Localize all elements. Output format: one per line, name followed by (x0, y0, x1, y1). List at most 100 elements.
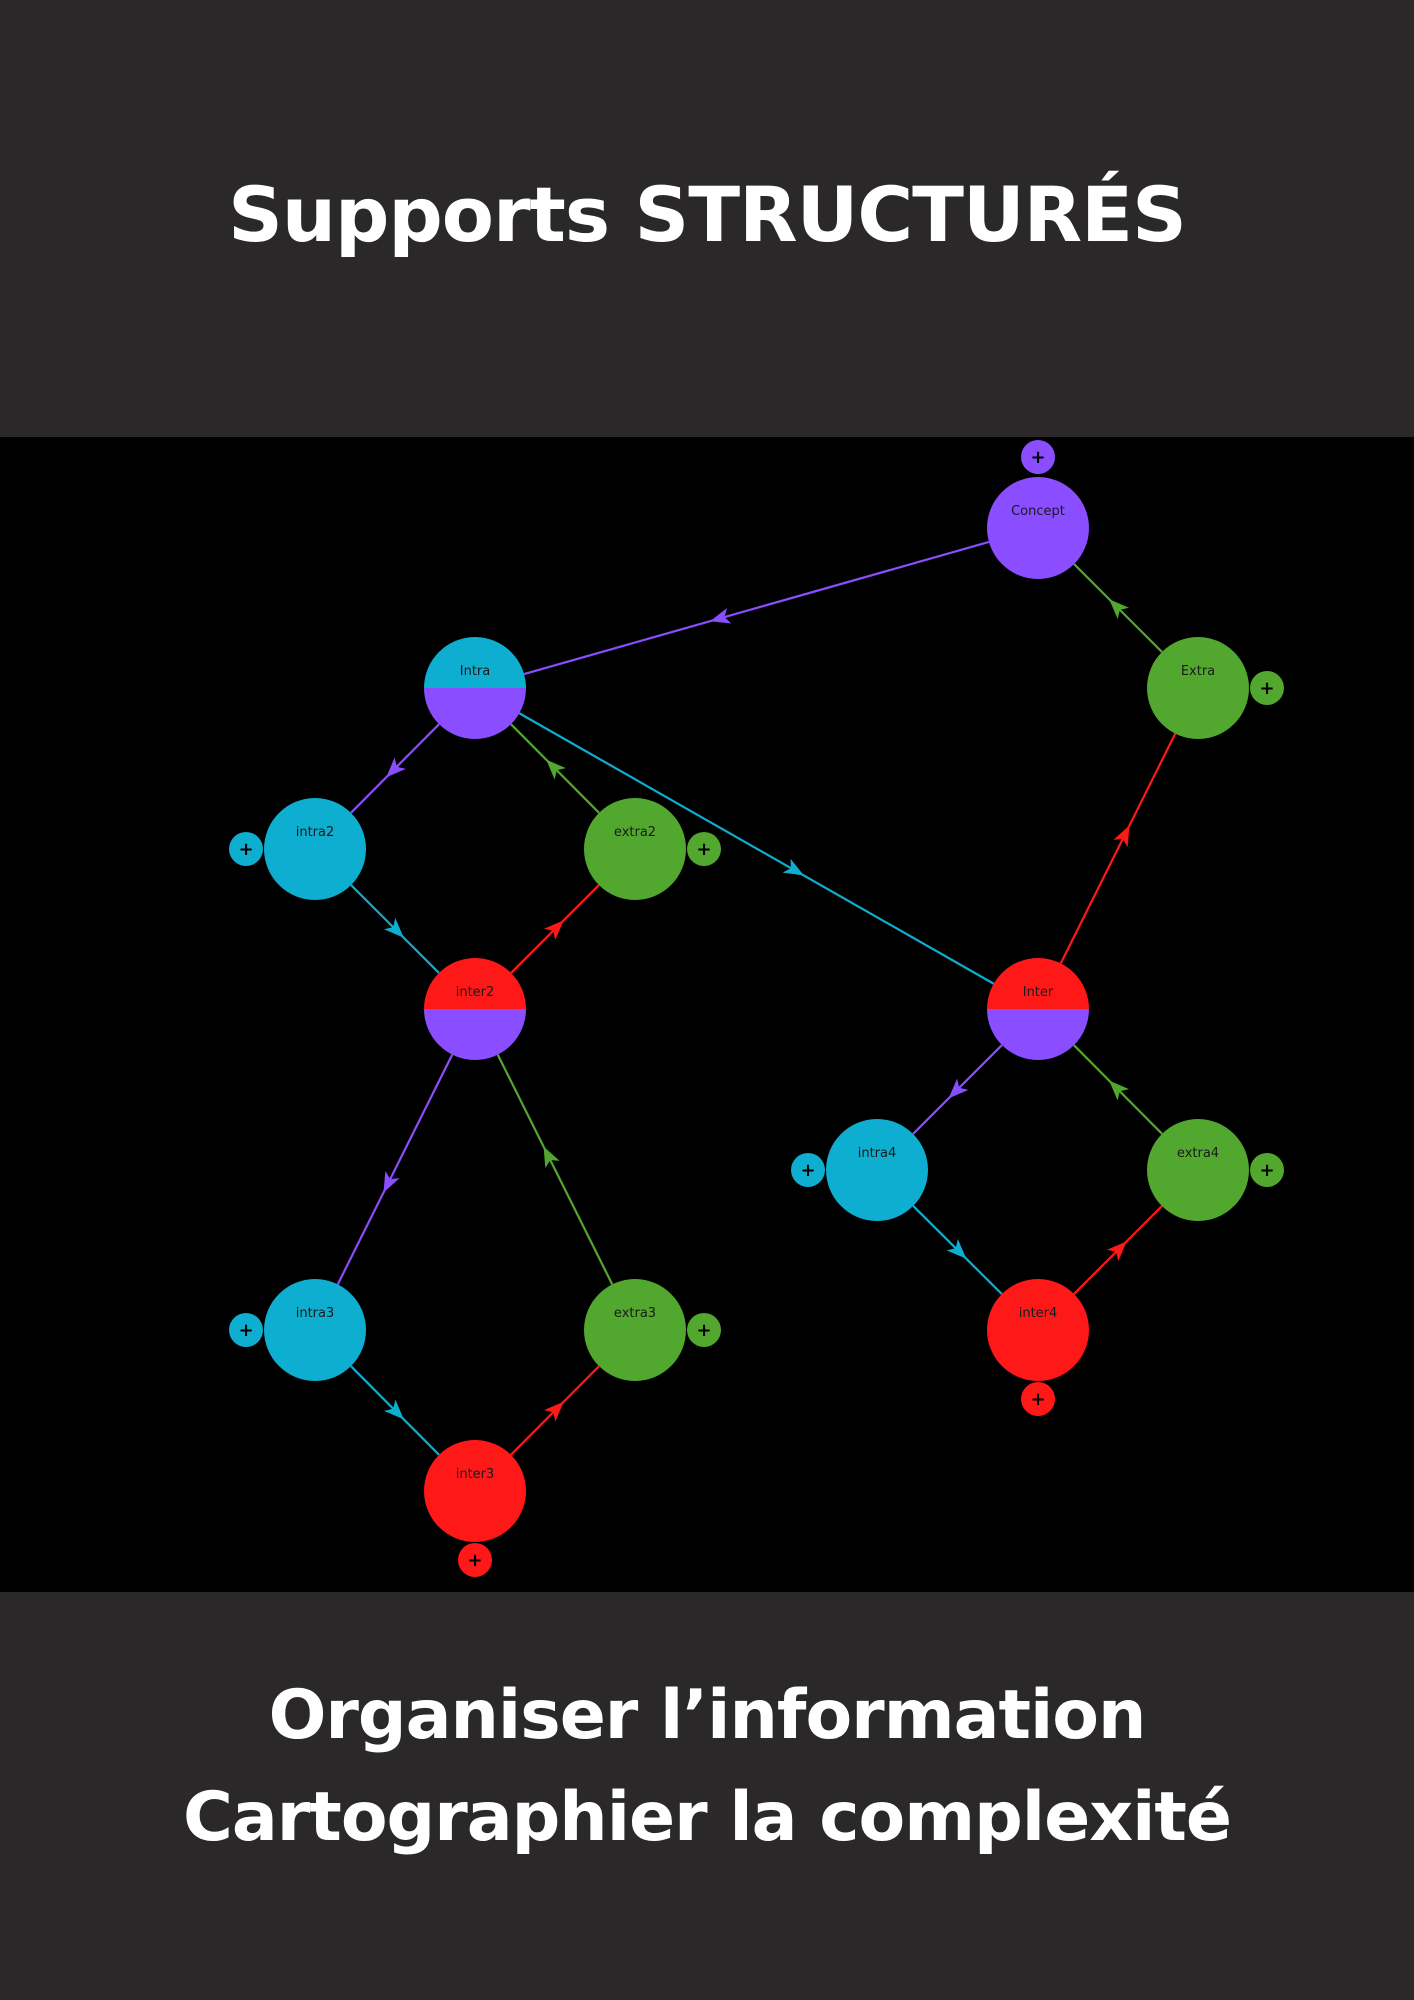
edge-intra-inter (518, 712, 995, 985)
plus-badge[interactable] (229, 832, 263, 866)
node-bottom-half[interactable] (424, 1009, 526, 1060)
edge-inter2-intra3 (336, 1054, 454, 1285)
plus-icon[interactable]: + (238, 839, 253, 860)
node-inter3[interactable]: inter3 + (424, 1440, 526, 1577)
node-circle[interactable] (584, 798, 686, 900)
node-circle[interactable] (424, 1440, 526, 1542)
arrowhead-icon (1109, 599, 1130, 620)
node-inter2[interactable]: inter2 (424, 958, 526, 1060)
edge-concept-intra (523, 540, 990, 676)
node-label-extra3: extra3 (614, 1306, 656, 1321)
node-circle[interactable] (1147, 637, 1249, 739)
edge-intra3-inter3 (350, 1365, 440, 1456)
node-label-inter4: inter4 (1019, 1306, 1058, 1321)
arrowhead-icon (948, 1078, 969, 1099)
edge-intra-intra2 (350, 723, 440, 814)
plus-icon[interactable]: + (696, 839, 711, 860)
node-inter4[interactable]: inter4 + (987, 1279, 1089, 1416)
node-label-intra3: intra3 (296, 1306, 335, 1321)
node-extra3[interactable]: extra3 + (584, 1279, 721, 1381)
add-child-button[interactable]: + (687, 1313, 721, 1347)
plus-badge[interactable] (687, 832, 721, 866)
node-intra4[interactable]: intra4+ (791, 1119, 928, 1221)
edge-extra2-intra (510, 723, 600, 814)
node-circle[interactable] (826, 1119, 928, 1221)
plus-badge[interactable] (1250, 1153, 1284, 1187)
node-intra3[interactable]: intra3 + (229, 1279, 366, 1381)
footer-band (0, 1592, 1414, 2000)
add-child-button[interactable]: + (1250, 1153, 1284, 1187)
node-label-extra2: extra2 (614, 825, 656, 840)
node-concept[interactable]: Concept+ (987, 440, 1089, 579)
node-extra[interactable]: Extra + (1147, 637, 1284, 739)
add-child-button[interactable]: + (791, 1153, 825, 1187)
plus-badge[interactable] (458, 1543, 492, 1577)
node-extra2[interactable]: extra2 + (584, 798, 721, 900)
node-circle[interactable] (987, 1279, 1089, 1381)
node-intra2[interactable]: intra2+ (229, 798, 366, 900)
node-circle[interactable] (264, 1279, 366, 1381)
subtitle-line-1: Organiser l’information (268, 1676, 1147, 1755)
node-label-extra4: extra4 (1177, 1146, 1219, 1161)
node-label-inter3: inter3 (456, 1467, 495, 1482)
plus-icon[interactable]: + (800, 1160, 815, 1181)
node-circle[interactable] (264, 798, 366, 900)
plus-badge[interactable] (1021, 440, 1055, 474)
arrowhead-icon (384, 1399, 404, 1420)
node-top-half[interactable] (424, 637, 526, 688)
plus-badge[interactable] (1021, 1382, 1055, 1416)
node-top-half[interactable] (424, 958, 526, 1009)
edges-layer (336, 540, 1177, 1456)
edge-extra3-inter2 (496, 1054, 614, 1285)
plus-badge[interactable] (1250, 671, 1284, 705)
arrowhead-icon (383, 917, 404, 938)
add-child-button[interactable]: + (458, 1543, 492, 1577)
node-bottom-half[interactable] (987, 1009, 1089, 1060)
arrowhead-icon (543, 1146, 560, 1168)
plus-icon[interactable]: + (696, 1320, 711, 1341)
arrowhead-icon (782, 858, 804, 876)
node-circle[interactable] (584, 1279, 686, 1381)
plus-icon[interactable]: + (1259, 1160, 1274, 1181)
node-label-extra: Extra (1181, 664, 1215, 679)
arrowhead-icon (546, 759, 566, 780)
node-top-half[interactable] (987, 958, 1089, 1009)
add-child-button[interactable]: + (1021, 1382, 1055, 1416)
add-child-button[interactable]: + (1021, 440, 1055, 474)
node-intra[interactable]: Intra (424, 637, 526, 739)
add-child-button[interactable]: + (1250, 671, 1284, 705)
node-extra4[interactable]: extra4 + (1147, 1119, 1284, 1221)
arrowhead-icon (543, 920, 564, 941)
plus-badge[interactable] (229, 1313, 263, 1347)
page-title: Supports STRUCTURÉS (228, 170, 1187, 259)
plus-icon[interactable]: + (1030, 447, 1045, 468)
arrowhead-icon (1106, 1241, 1127, 1262)
node-bottom-half[interactable] (424, 688, 526, 739)
plus-badge[interactable] (791, 1153, 825, 1187)
plus-badge[interactable] (687, 1313, 721, 1347)
arrowhead-icon (386, 757, 406, 778)
arrowhead-icon (946, 1239, 967, 1259)
plus-icon[interactable]: + (238, 1320, 253, 1341)
header-band: Supports STRUCTURÉS (0, 0, 1414, 437)
add-child-button[interactable]: + (229, 832, 263, 866)
edge-extra4-inter (1073, 1044, 1163, 1135)
subtitle-line-2: Cartographier la complexité (182, 1778, 1232, 1857)
node-inter[interactable]: Inter (987, 958, 1089, 1060)
add-child-button[interactable]: + (687, 832, 721, 866)
edge-inter4-extra4 (1073, 1205, 1163, 1295)
edge-intra4-inter4 (912, 1205, 1003, 1295)
plus-icon[interactable]: + (467, 1550, 482, 1571)
arrowhead-icon (710, 608, 732, 624)
plus-icon[interactable]: + (1259, 678, 1274, 699)
arrowhead-icon (1113, 825, 1130, 847)
node-circle[interactable] (1147, 1119, 1249, 1221)
add-child-button[interactable]: + (229, 1313, 263, 1347)
arrowhead-icon (544, 1401, 564, 1422)
arrowhead-icon (383, 1171, 400, 1193)
edge-inter3-extra3 (510, 1365, 600, 1456)
node-circle[interactable] (987, 477, 1089, 579)
plus-icon[interactable]: + (1030, 1389, 1045, 1410)
